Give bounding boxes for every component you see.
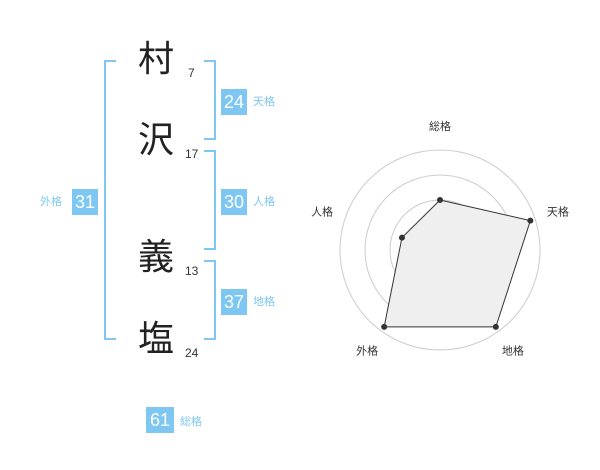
stroke-count-1: 7: [188, 66, 195, 80]
stroke-count-2: 17: [185, 147, 199, 161]
tenkaku-bracket: [204, 60, 216, 140]
jinkaku-label: 人格: [253, 195, 275, 208]
stroke-count-3: 13: [185, 264, 199, 278]
radar-point: [437, 197, 443, 203]
radar-ring: [339, 149, 541, 351]
gaikaku-value: 31: [72, 189, 98, 215]
jinkaku-bracket: [204, 150, 216, 250]
name-char-1: 村: [138, 39, 175, 80]
name-char-4: 塩: [138, 319, 175, 360]
radar-polygon: [383, 199, 531, 328]
radar-point: [527, 217, 534, 224]
radar-axis-label: 地格: [502, 343, 524, 357]
chikaku-value: 37: [221, 289, 247, 315]
chikaku-label: 地格: [253, 295, 275, 308]
gaikaku-label: 外格: [40, 195, 62, 208]
soukaku-label: 総格: [180, 415, 202, 428]
name-char-2: 沢: [138, 120, 175, 161]
jinkaku-value: 30: [221, 189, 247, 215]
tenkaku-value: 24: [221, 89, 247, 115]
radar-axis-label: 外格: [356, 343, 378, 357]
gaikaku-bracket: [104, 60, 116, 340]
radar-points: [381, 197, 534, 330]
name-char-3: 義: [138, 237, 175, 278]
radar-point: [398, 234, 405, 241]
radar-axis-label: 天格: [547, 205, 569, 219]
chikaku-bracket: [204, 260, 216, 340]
tenkaku-label: 天格: [253, 95, 275, 108]
soukaku-value: 61: [146, 407, 174, 433]
stroke-count-4: 24: [185, 346, 199, 360]
radar-axis-label: 総格: [429, 119, 451, 133]
radar-point: [381, 323, 388, 330]
radar-axis-label: 人格: [311, 205, 333, 219]
radar-point: [492, 323, 499, 330]
